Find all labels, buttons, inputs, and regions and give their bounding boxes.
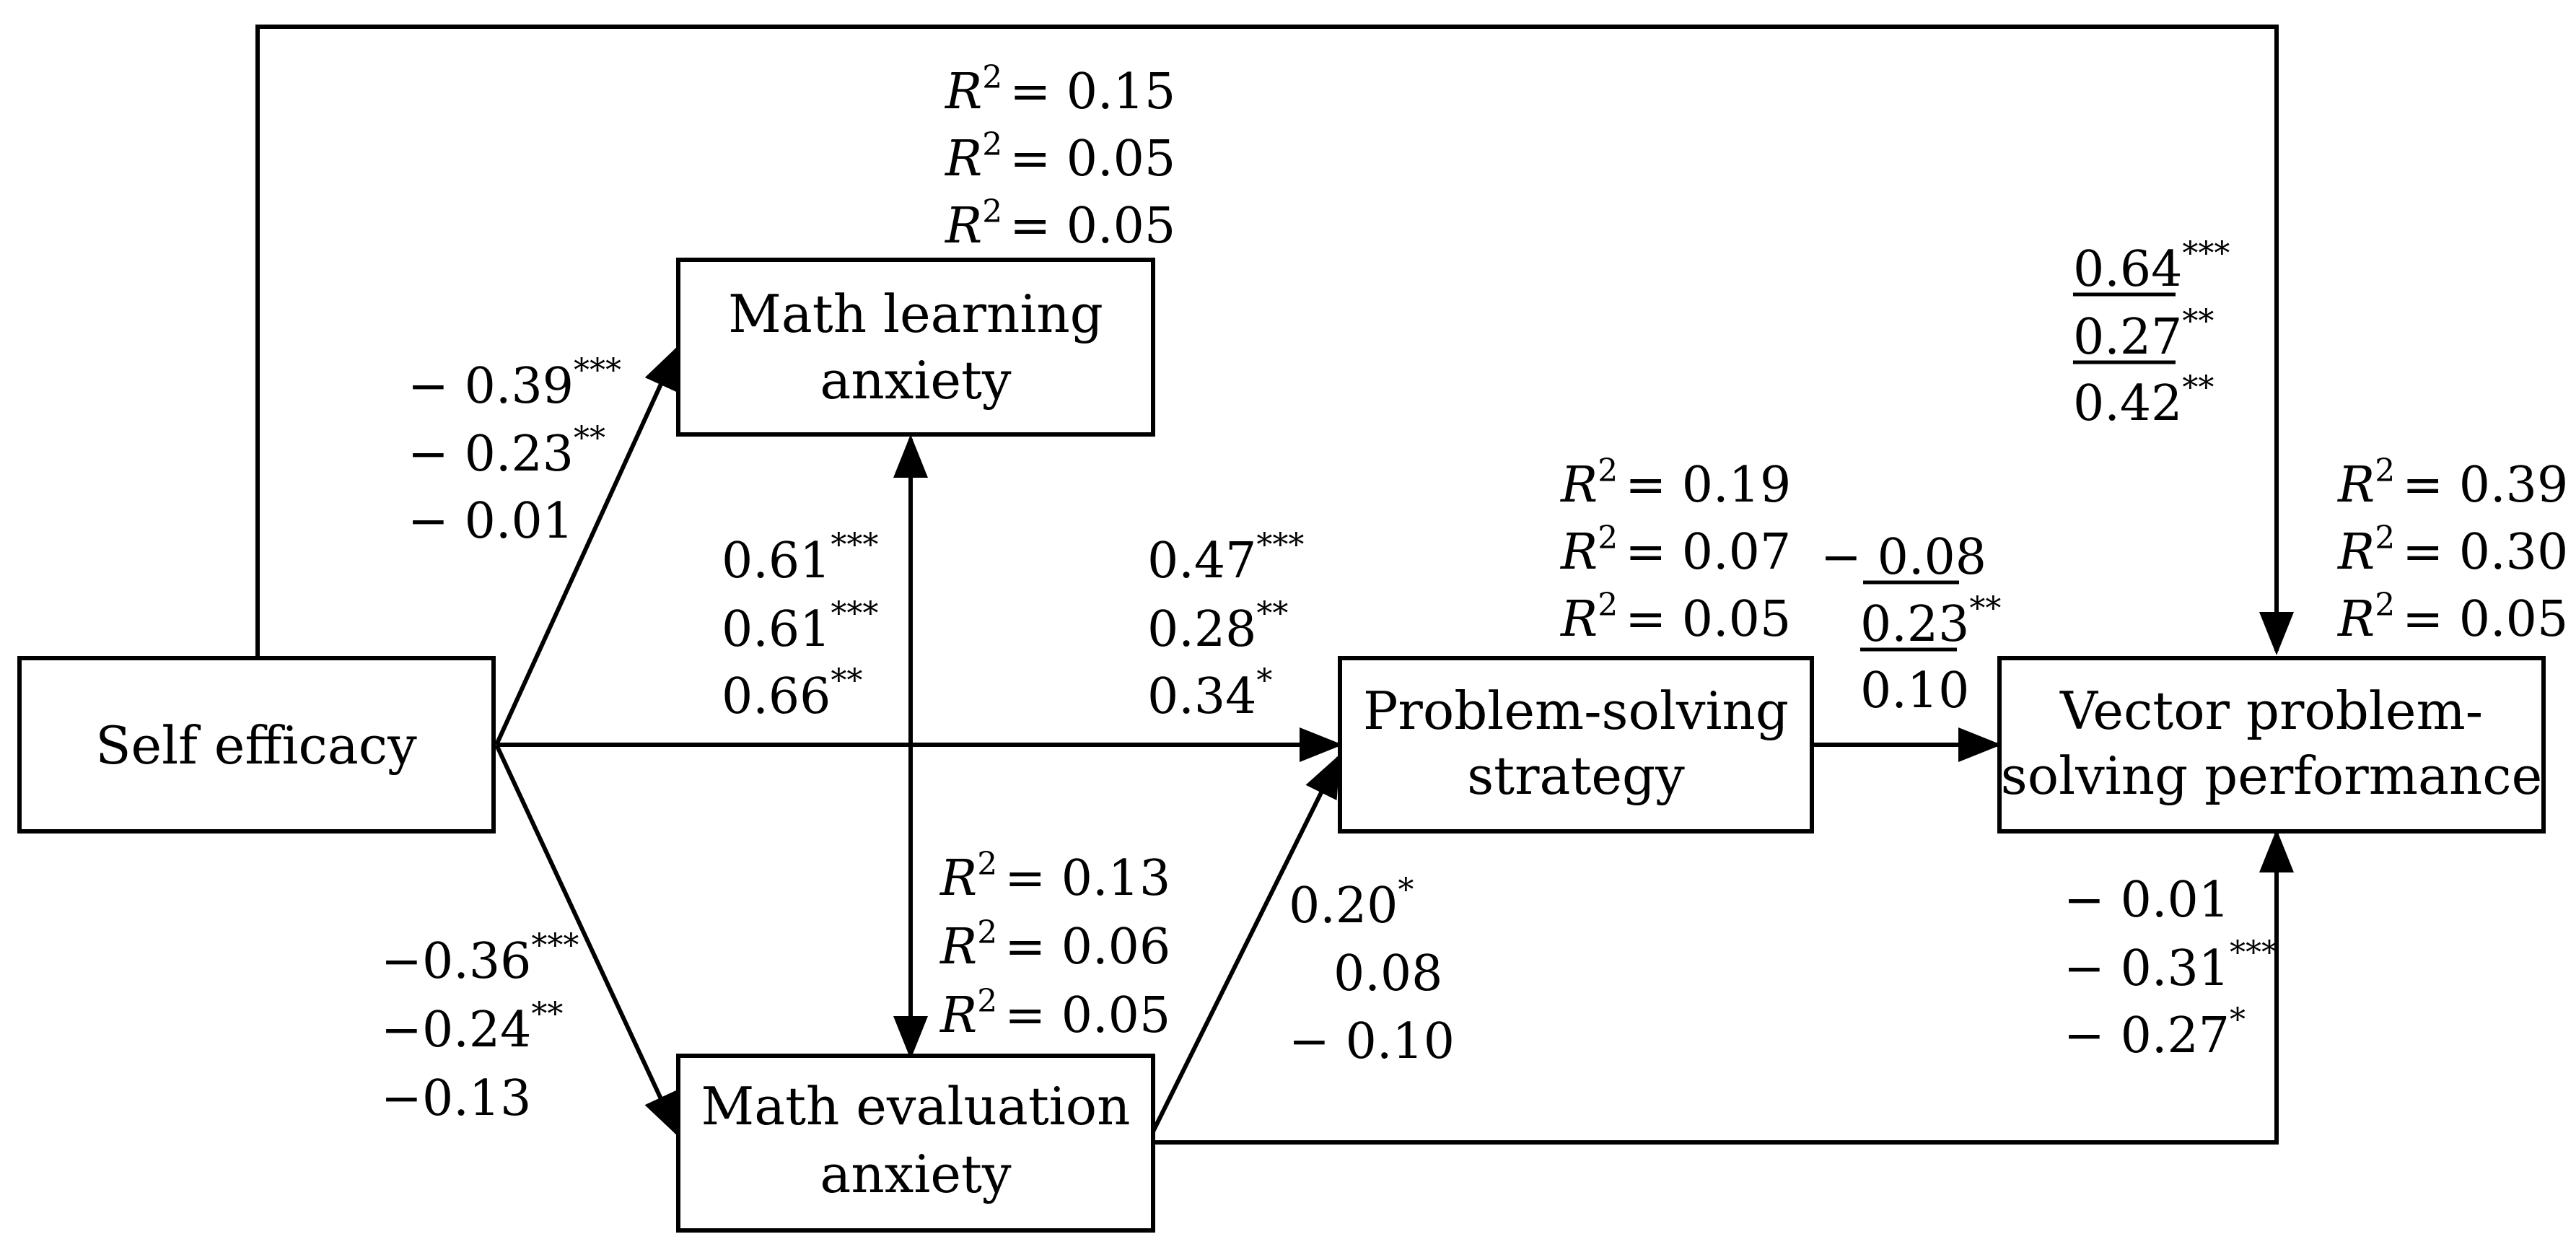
path-coefficient: 0.64***: [2073, 235, 2230, 298]
r-squared-label: R2= 0.05: [944, 126, 1175, 188]
path-math-evaluation-to-problem-solving-strategy: [1151, 753, 1341, 1133]
path-math-evaluation-to-vector-performance: [1153, 829, 2294, 1145]
path-coefficient: 0.08: [1333, 945, 1442, 1002]
node-math-evaluation-anxiety-label-line2: anxiety: [820, 1144, 1011, 1204]
r-squared-math-learning-anxiety: R2= 0.15 R2= 0.05 R2= 0.05: [944, 59, 1175, 255]
path-coefficient: − 0.10: [1289, 1013, 1455, 1070]
r-squared-label: R2= 0.05: [944, 193, 1175, 255]
path-coefficient: − 0.01: [408, 493, 574, 550]
node-math-evaluation-anxiety: Math evaluation anxiety: [676, 1054, 1155, 1233]
r-squared-problem-solving-strategy: R2= 0.19 R2= 0.07 R2= 0.05: [1559, 452, 1791, 648]
path-coefficient: 0.66**: [722, 662, 862, 725]
path-coefficient: −0.13: [381, 1070, 531, 1127]
node-problem-solving-strategy: Problem-solving strategy: [1338, 656, 1814, 834]
node-problem-solving-strategy-label-line1: Problem-solving: [1363, 681, 1789, 741]
path-coefficient: 0.34*: [1147, 662, 1272, 725]
node-math-evaluation-anxiety-label-line1: Math evaluation: [701, 1076, 1130, 1137]
r-squared-label: R2= 0.39: [2336, 452, 2568, 514]
path-coefficient: 0.10: [1860, 662, 1969, 719]
r-squared-label: R2= 0.15: [944, 59, 1175, 121]
node-math-learning-anxiety-label-line2: anxiety: [820, 350, 1011, 411]
path-coefficient: 0.20*: [1289, 872, 1414, 935]
path-coefficient: 0.61***: [722, 595, 878, 658]
coefficients-pss-to-vpp: − 0.08 0.23** 0.10: [1821, 529, 2001, 719]
node-problem-solving-strategy-label-line2: strategy: [1467, 745, 1685, 806]
r-squared-label: R2= 0.05: [1559, 587, 1791, 648]
coefficients-se-to-mla: − 0.39*** − 0.23** − 0.01: [408, 352, 621, 550]
node-math-learning-anxiety-label-line1: Math learning: [728, 284, 1103, 344]
node-self-efficacy-label: Self efficacy: [95, 715, 417, 776]
path-coefficient: −0.36***: [381, 927, 579, 990]
path-self-efficacy-to-math-learning-anxiety: [494, 345, 679, 746]
path-self-efficacy-to-math-evaluation-anxiety: [494, 743, 679, 1137]
r-squared-label: R2= 0.05: [939, 983, 1170, 1044]
r-squared-label: R2= 0.13: [939, 846, 1170, 907]
node-math-learning-anxiety: Math learning anxiety: [676, 258, 1155, 437]
r-squared-math-evaluation-anxiety: R2= 0.13 R2= 0.06 R2= 0.05: [939, 846, 1170, 1044]
path-coefficient: 0.23**: [1860, 590, 2001, 653]
node-vector-performance-label-line2: solving performance: [2001, 745, 2542, 806]
path-coefficient: 0.47***: [1147, 527, 1304, 590]
path-coefficient: − 0.08: [1821, 529, 1986, 586]
coefficients-mea-to-vpp: − 0.01 − 0.31*** − 0.27*: [2064, 872, 2277, 1064]
path-coefficient: − 0.23**: [408, 420, 605, 483]
r-squared-label: R2= 0.06: [939, 914, 1170, 976]
node-self-efficacy: Self efficacy: [17, 656, 496, 834]
path-coefficient: 0.61***: [722, 527, 878, 590]
coefficients-mea-to-pss: 0.20* 0.08 − 0.10: [1289, 872, 1455, 1070]
node-vector-performance: Vector problem- solving performance: [1997, 656, 2546, 834]
coefficients-se-to-pss: 0.47*** 0.28** 0.34*: [1147, 527, 1304, 725]
path-coefficient: − 0.31***: [2064, 935, 2277, 997]
path-coefficient: − 0.27*: [2064, 1002, 2246, 1064]
path-coefficient: −0.24**: [381, 996, 563, 1059]
node-vector-performance-label-line1: Vector problem-: [2059, 681, 2483, 741]
coefficients-se-to-vpp: 0.64*** 0.27** 0.42**: [2073, 235, 2230, 432]
path-coefficient: − 0.01: [2064, 872, 2230, 929]
r-squared-label: R2= 0.19: [1559, 452, 1791, 514]
path-self-efficacy-to-vector-performance: [255, 25, 2294, 658]
path-coefficient: 0.27**: [2073, 303, 2214, 366]
coefficients-mla-mea-correlation: 0.61*** 0.61*** 0.66**: [722, 527, 878, 725]
r-squared-label: R2= 0.30: [2336, 520, 2568, 581]
path-coefficient: 0.42**: [2073, 369, 2214, 432]
r-squared-label: R2= 0.07: [1559, 520, 1791, 581]
r-squared-vector-performance: R2= 0.39 R2= 0.30 R2= 0.05: [2336, 452, 2568, 648]
path-coefficient: − 0.39***: [408, 352, 621, 415]
r-squared-label: R2= 0.05: [2336, 587, 2568, 648]
path-coefficient: 0.28**: [1147, 595, 1288, 658]
coefficients-se-to-mea: −0.36*** −0.24** −0.13: [381, 927, 579, 1127]
